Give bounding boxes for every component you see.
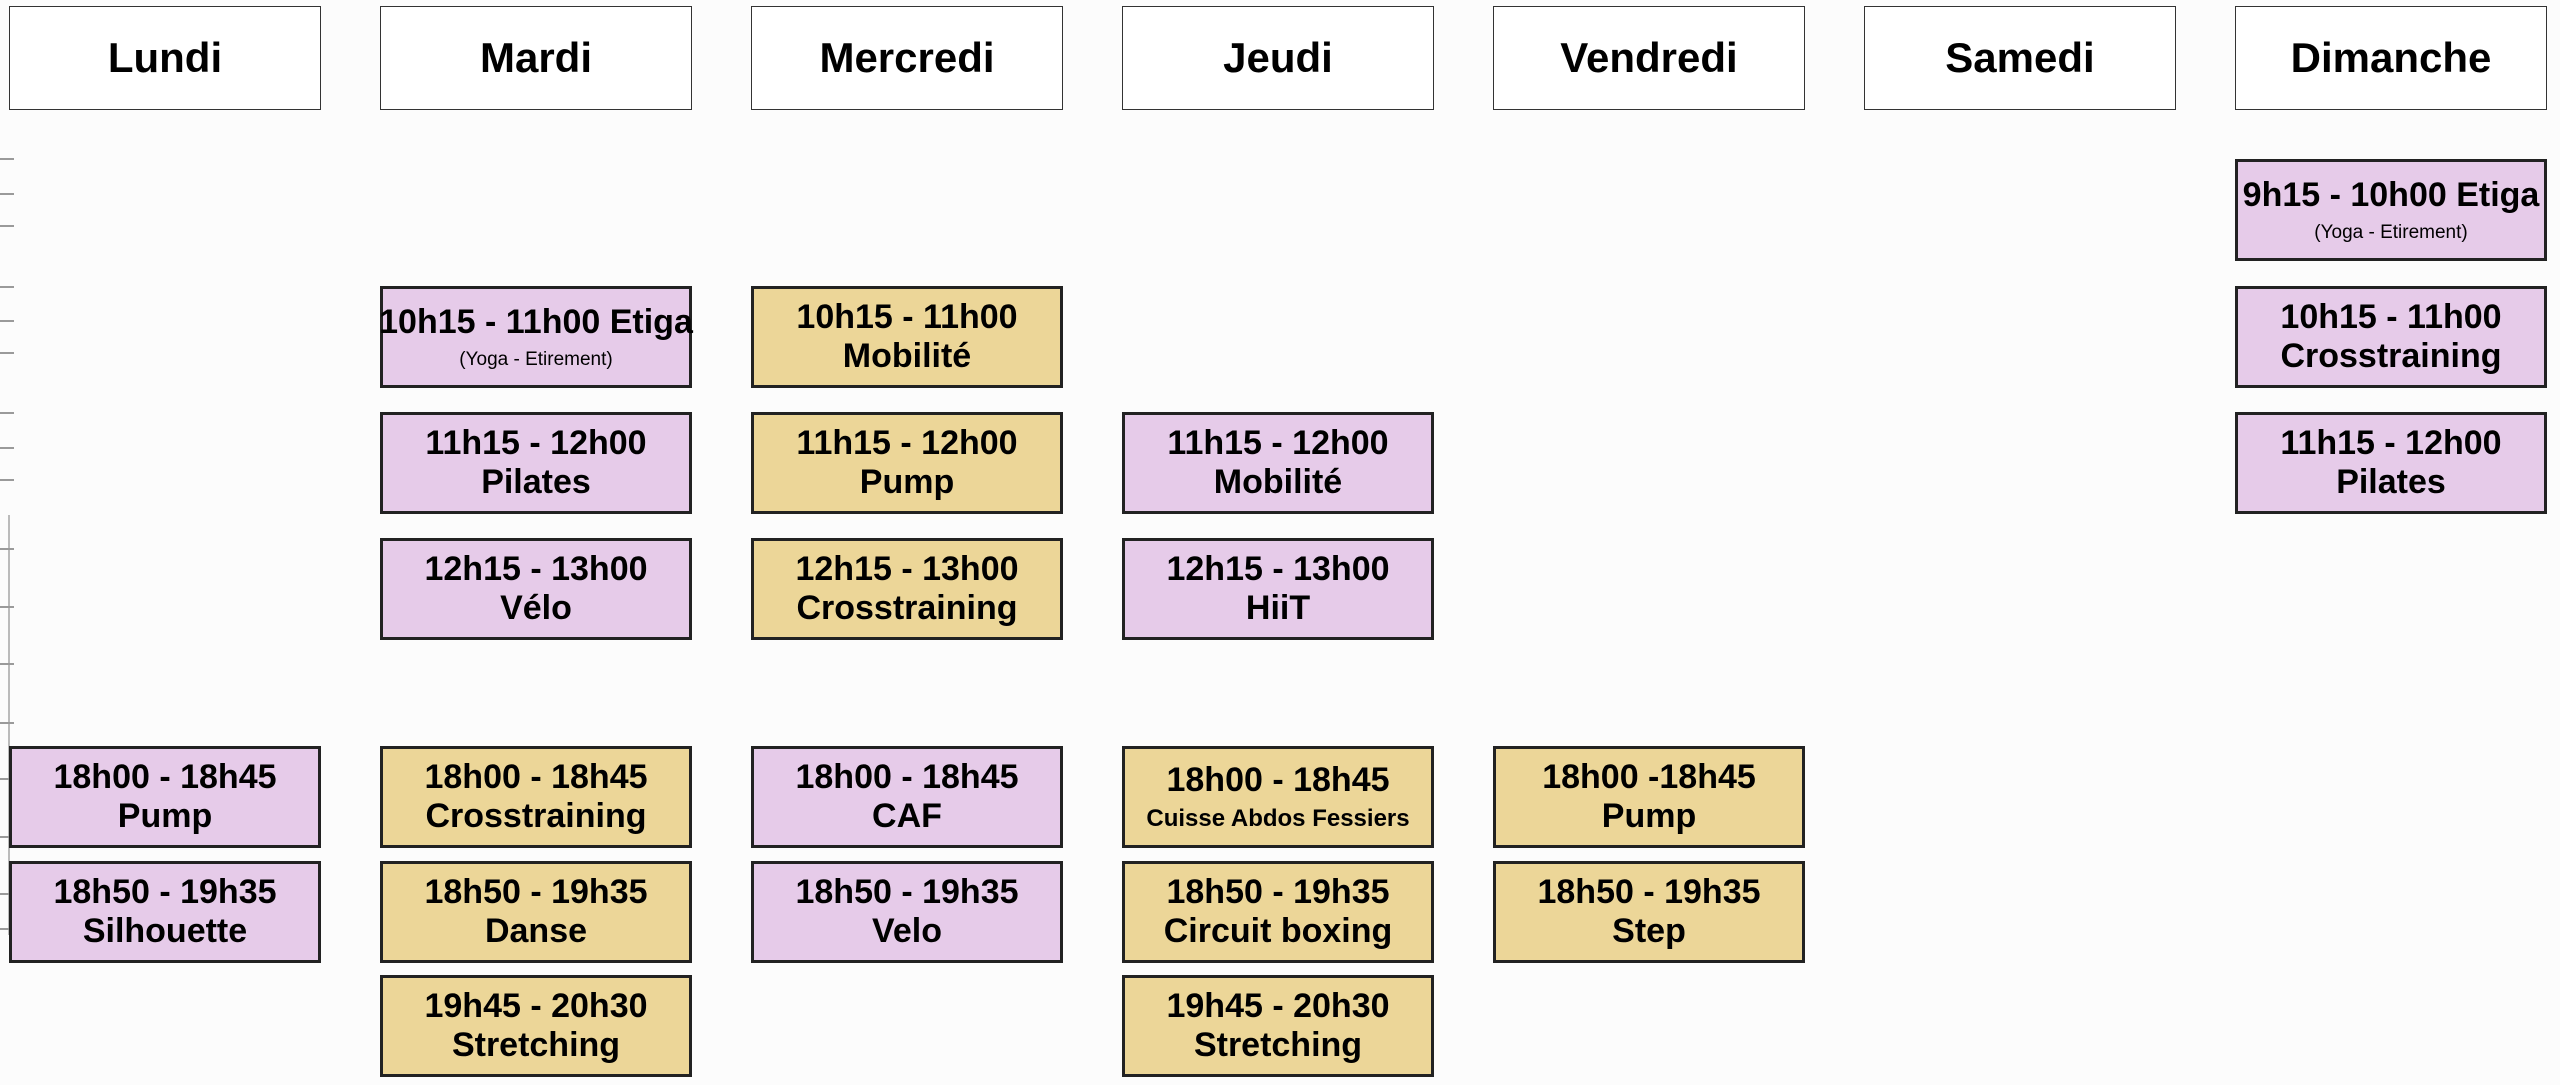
class-name: Step bbox=[1612, 912, 1686, 950]
class-time: 11h15 - 12h00 bbox=[1167, 423, 1389, 462]
class-name: Danse bbox=[484, 912, 588, 950]
class-subtitle: (Yoga - Etirement) bbox=[459, 348, 613, 370]
class-name: Circuit boxing bbox=[1163, 912, 1393, 950]
day-header-dimanche: Dimanche bbox=[2235, 6, 2547, 110]
scale-tick bbox=[0, 447, 14, 449]
day-header-vendredi: Vendredi bbox=[1493, 6, 1805, 110]
scale-tick bbox=[0, 158, 14, 160]
scale-tick bbox=[0, 893, 14, 895]
class-card-vendredi-pump: 18h00 -18h45 Pump bbox=[1493, 746, 1805, 848]
class-card-mercredi-mobilite: 10h15 - 11h00 Mobilité bbox=[751, 286, 1063, 388]
class-name: Pump bbox=[1601, 797, 1697, 835]
scale-tick bbox=[0, 836, 14, 838]
class-name: CAF bbox=[872, 797, 942, 835]
class-card-vendredi-step: 18h50 - 19h35 Step bbox=[1493, 861, 1805, 963]
class-card-jeudi-circuit-boxing: 18h50 - 19h35 Circuit boxing bbox=[1122, 861, 1434, 963]
class-time: 18h50 - 19h35 bbox=[53, 872, 277, 911]
class-time: 12h15 - 13h00 bbox=[1166, 549, 1390, 588]
class-card-dimanche-etiga: 9h15 - 10h00 Etiga (Yoga - Etirement) bbox=[2235, 159, 2547, 261]
class-time: 18h50 - 19h35 bbox=[1166, 872, 1390, 911]
class-subtitle: (Yoga - Etirement) bbox=[2314, 221, 2468, 243]
class-time: 18h50 - 19h35 bbox=[795, 872, 1019, 911]
class-time: 18h50 - 19h35 bbox=[424, 872, 648, 911]
class-card-lundi-silhouette: 18h50 - 19h35 Silhouette bbox=[9, 861, 321, 963]
class-name: Pump bbox=[117, 797, 213, 835]
class-time: 18h50 - 19h35 bbox=[1537, 872, 1761, 911]
class-card-mardi-danse: 18h50 - 19h35 Danse bbox=[380, 861, 692, 963]
class-time: 10h15 - 11h00 bbox=[2280, 297, 2502, 336]
class-time: 12h15 - 13h00 bbox=[795, 549, 1019, 588]
class-time: 18h00 -18h45 bbox=[1542, 757, 1756, 796]
class-time: 18h00 - 18h45 bbox=[795, 757, 1019, 796]
scale-tick bbox=[0, 352, 14, 354]
class-time: 18h00 - 18h45 bbox=[1166, 761, 1390, 800]
class-time: 19h45 - 20h30 bbox=[424, 986, 648, 1025]
class-card-jeudi-mobilite: 11h15 - 12h00 Mobilité bbox=[1122, 412, 1434, 514]
class-card-mercredi-velo: 18h50 - 19h35 Velo bbox=[751, 861, 1063, 963]
class-time: 12h15 - 13h00 bbox=[424, 549, 648, 588]
class-name: Mobilité bbox=[1213, 463, 1343, 501]
day-header-lundi: Lundi bbox=[9, 6, 321, 110]
class-name: HiiT bbox=[1245, 589, 1311, 627]
class-time: 11h15 - 12h00 bbox=[2280, 423, 2502, 462]
class-name: Silhouette bbox=[82, 912, 248, 950]
class-time: 10h15 - 11h00 bbox=[796, 297, 1018, 336]
class-time: 9h15 - 10h00 Etiga bbox=[2242, 176, 2540, 215]
class-card-jeudi-stretching: 19h45 - 20h30 Stretching bbox=[1122, 975, 1434, 1077]
scale-tick bbox=[0, 320, 14, 322]
class-card-mardi-pilates: 11h15 - 12h00 Pilates bbox=[380, 412, 692, 514]
class-time: 11h15 - 12h00 bbox=[425, 423, 647, 462]
class-name: Vélo bbox=[500, 589, 572, 627]
class-card-jeudi-hiit: 12h15 - 13h00 HiiT bbox=[1122, 538, 1434, 640]
class-time: 10h15 - 11h00 Etiga bbox=[379, 303, 693, 342]
day-header-samedi: Samedi bbox=[1864, 6, 2176, 110]
class-name: Cuisse Abdos Fessiers bbox=[1146, 804, 1410, 832]
scale-tick bbox=[0, 286, 14, 288]
class-card-dimanche-pilates: 11h15 - 12h00 Pilates bbox=[2235, 412, 2547, 514]
scale-tick bbox=[0, 548, 14, 550]
day-header-jeudi: Jeudi bbox=[1122, 6, 1434, 110]
scale-tick bbox=[0, 412, 14, 414]
scale-tick bbox=[0, 722, 14, 724]
class-card-mardi-crosstraining: 18h00 - 18h45 Crosstraining bbox=[380, 746, 692, 848]
class-card-mercredi-pump: 11h15 - 12h00 Pump bbox=[751, 412, 1063, 514]
class-card-jeudi-caf: 18h00 - 18h45 Cuisse Abdos Fessiers bbox=[1122, 746, 1434, 848]
class-card-mardi-etiga: 10h15 - 11h00 Etiga (Yoga - Etirement) bbox=[379, 286, 693, 388]
day-header-mercredi: Mercredi bbox=[751, 6, 1063, 110]
class-card-mercredi-crosstraining: 12h15 - 13h00 Crosstraining bbox=[751, 538, 1063, 640]
scale-tick bbox=[0, 606, 14, 608]
class-card-mardi-stretching: 19h45 - 20h30 Stretching bbox=[380, 975, 692, 1077]
scale-tick bbox=[0, 778, 14, 780]
class-name: Stretching bbox=[1193, 1026, 1363, 1064]
class-name: Crosstraining bbox=[2280, 337, 2502, 375]
class-name: Stretching bbox=[451, 1026, 621, 1064]
scale-tick bbox=[0, 193, 14, 195]
class-name: Velo bbox=[872, 912, 942, 950]
class-card-lundi-pump: 18h00 - 18h45 Pump bbox=[9, 746, 321, 848]
class-time: 19h45 - 20h30 bbox=[1166, 986, 1390, 1025]
scale-tick bbox=[0, 663, 14, 665]
class-name: Crosstraining bbox=[425, 797, 647, 835]
class-time: 18h00 - 18h45 bbox=[53, 757, 277, 796]
class-name: Pilates bbox=[2336, 463, 2446, 501]
class-time: 18h00 - 18h45 bbox=[424, 757, 648, 796]
scale-tick bbox=[0, 225, 14, 227]
class-time: 11h15 - 12h00 bbox=[796, 423, 1018, 462]
day-header-mardi: Mardi bbox=[380, 6, 692, 110]
class-name: Pump bbox=[859, 463, 955, 501]
scale-tick bbox=[0, 479, 14, 481]
class-card-mercredi-caf: 18h00 - 18h45 CAF bbox=[751, 746, 1063, 848]
class-card-mardi-velo: 12h15 - 13h00 Vélo bbox=[380, 538, 692, 640]
scale-line bbox=[8, 515, 10, 935]
scale-tick bbox=[0, 928, 14, 930]
class-name: Crosstraining bbox=[796, 589, 1018, 627]
class-card-dimanche-crosstraining: 10h15 - 11h00 Crosstraining bbox=[2235, 286, 2547, 388]
class-name: Mobilité bbox=[842, 337, 972, 375]
class-name: Pilates bbox=[481, 463, 591, 501]
